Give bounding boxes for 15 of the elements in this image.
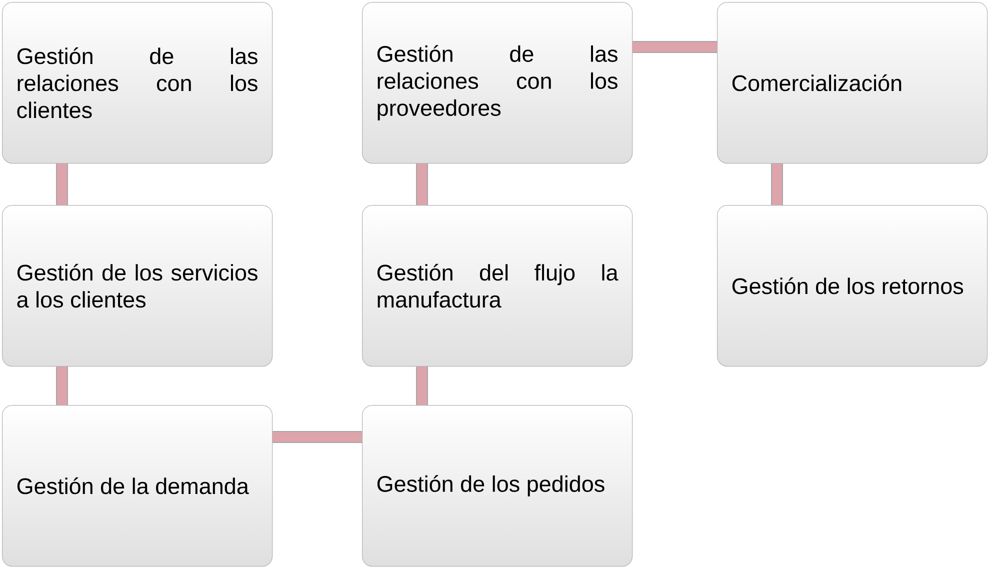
connector-bar [416,366,428,405]
connector-bar [272,430,362,443]
process-box: Gestión de los pedidos [362,404,633,567]
process-box: Gestión de la demanda [2,404,273,567]
process-box: Gestión de las relaciones con los proveedores [362,2,633,164]
connector-bar [56,366,68,405]
connector-bar [632,40,717,53]
process-box: Comercialización [717,2,988,164]
process-box: Gestión de los retornos [717,204,988,367]
process-box: Gestión de las relaciones con los clientes [2,2,273,164]
process-box: Gestión del flujo la manufactura [362,204,633,367]
connector-bar [56,164,68,205]
process-box: Gestión de los servicios a los clientes [2,204,273,367]
connector-bar [771,164,783,205]
connector-bar [416,164,428,205]
